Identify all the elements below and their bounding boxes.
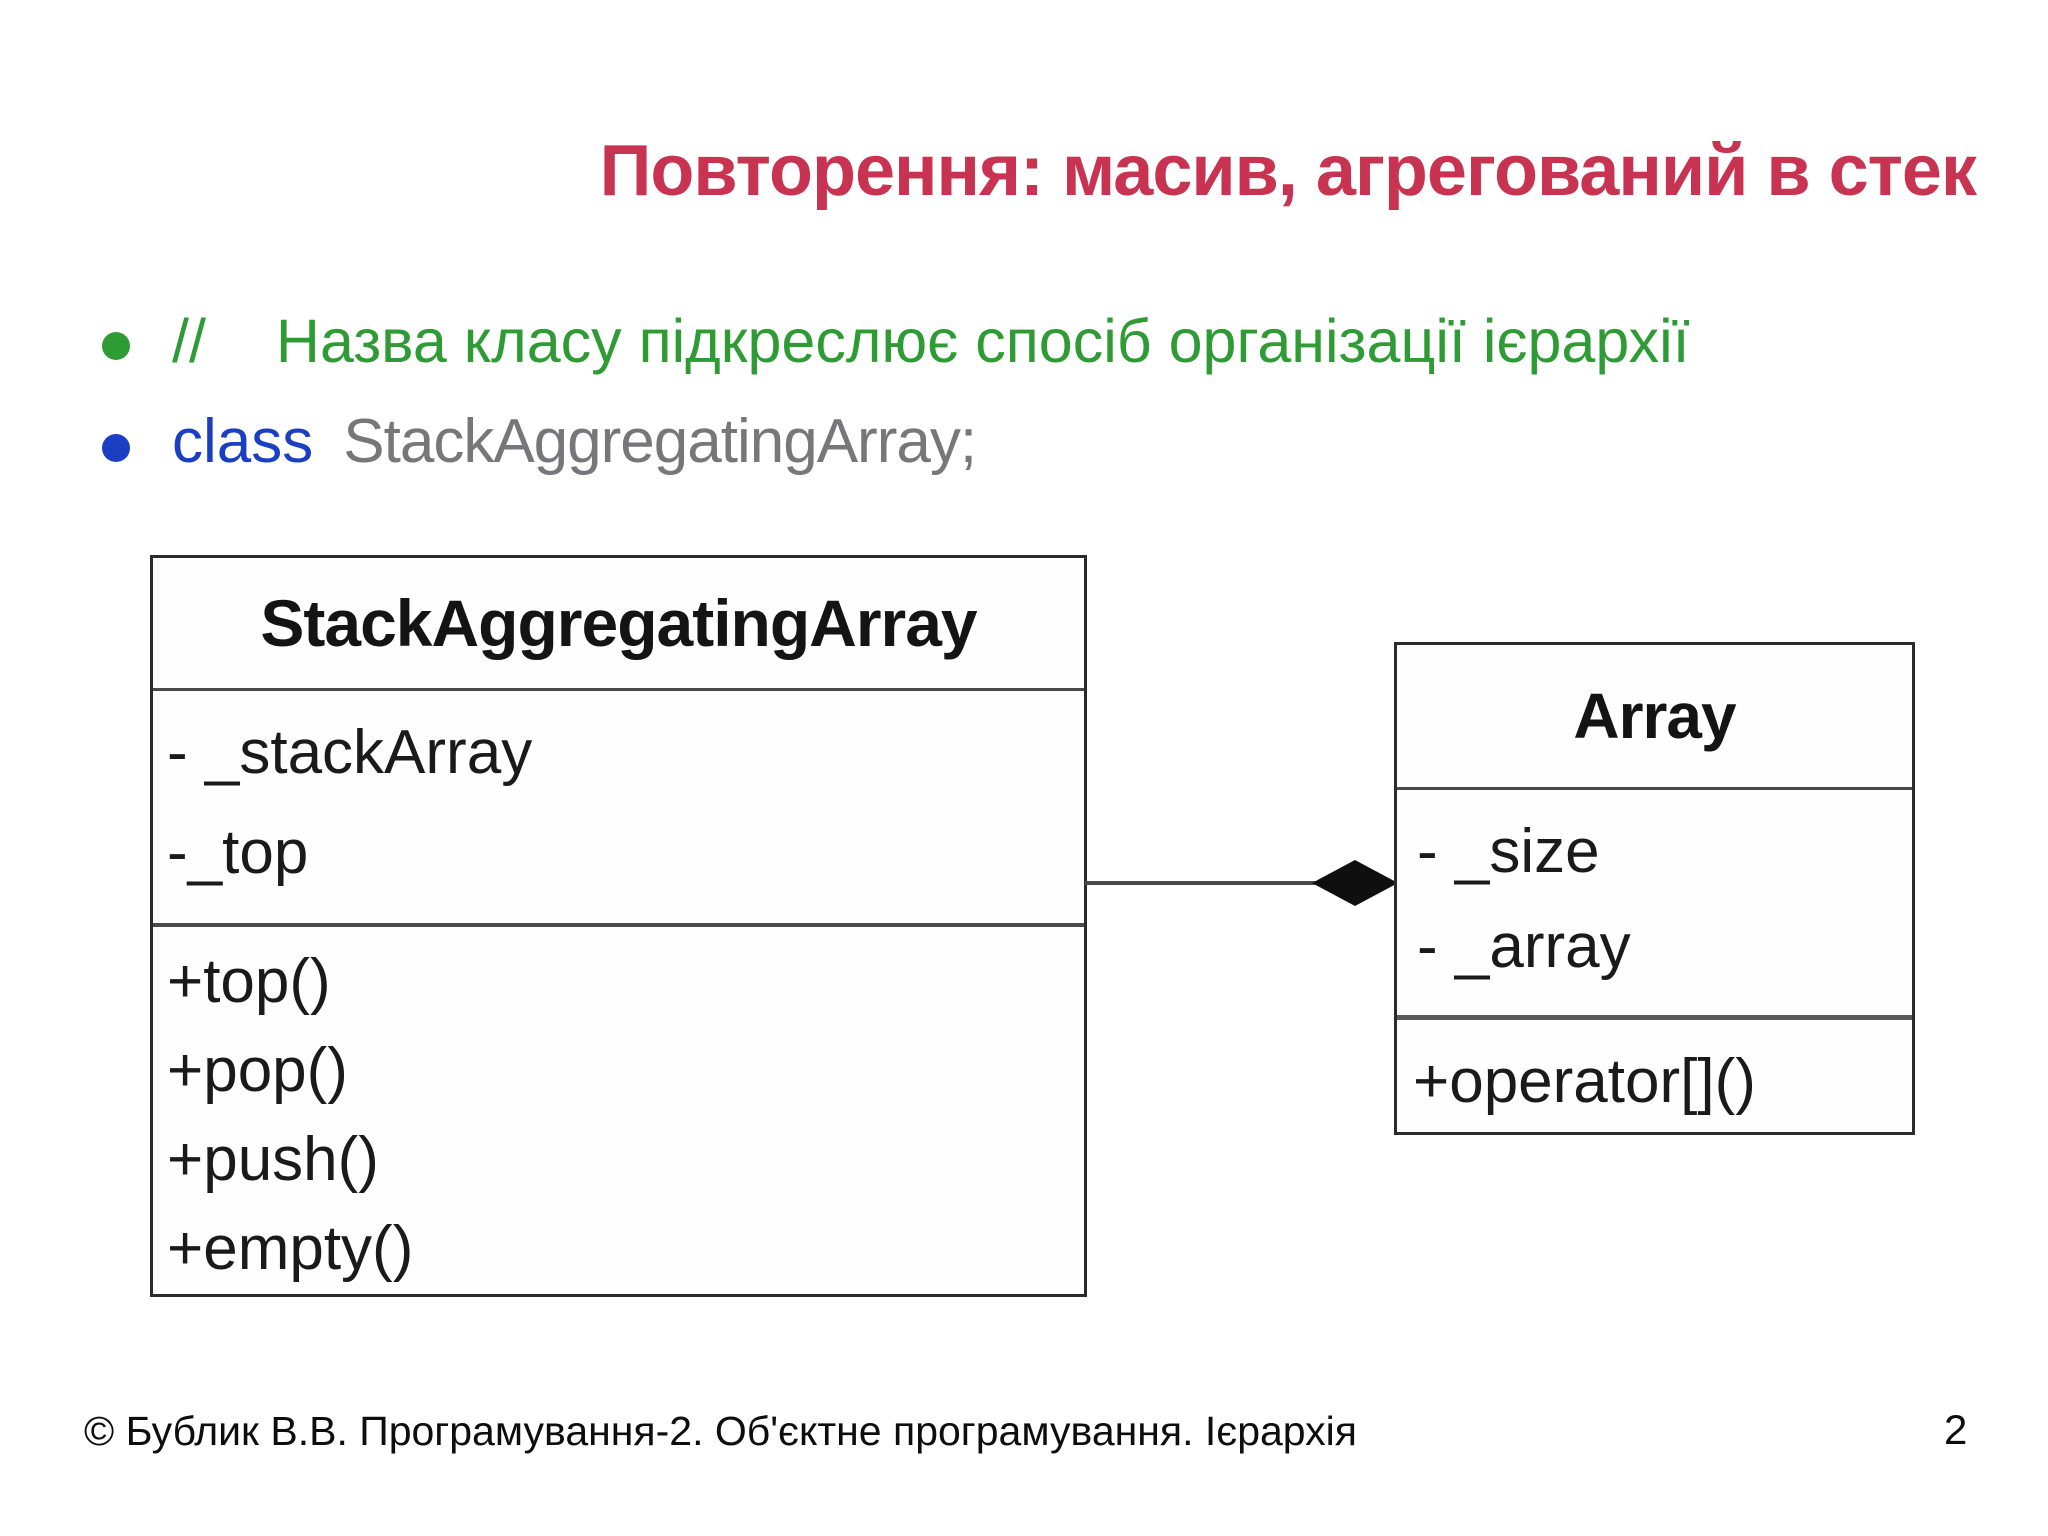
uml-class-box-stackaggregatingarray: StackAggregatingArray - _stackArray -_to… bbox=[150, 555, 1087, 1297]
method-item: +operator[]() bbox=[1413, 1047, 1756, 1116]
slide-title: Повторення: масив, агрегований в стек bbox=[599, 131, 1977, 211]
method-item: +pop() bbox=[167, 1036, 348, 1105]
attribute-item: -_top bbox=[167, 818, 309, 887]
class-methods: +operator[]() bbox=[1397, 1015, 1912, 1164]
comment-slashes: // bbox=[172, 307, 206, 375]
class-attributes: - _size - _array bbox=[1397, 787, 1912, 1015]
class-methods: +top() +pop() +push() +empty() bbox=[153, 923, 1084, 1323]
aggregation-diamond-icon bbox=[1312, 860, 1398, 906]
attribute-item: - _array bbox=[1417, 912, 1631, 981]
method-item: +top() bbox=[167, 947, 331, 1016]
bullet-marker-icon bbox=[102, 332, 130, 360]
bullet-marker-icon bbox=[102, 434, 130, 462]
comment-text: Назва класу підкреслює спосіб організаці… bbox=[275, 307, 1690, 375]
footer-copyright: © Бублик В.В. Програмування-2. Об'єктне … bbox=[84, 1408, 1357, 1454]
aggregation-connector-line bbox=[1085, 881, 1397, 885]
attribute-item: - _size bbox=[1417, 817, 1600, 886]
keyword-class: class bbox=[172, 407, 314, 476]
class-name: StackAggregatingArray bbox=[260, 586, 977, 660]
attribute-item: - _stackArray bbox=[167, 718, 533, 787]
bullet-item-code: class StackAggregatingArray; bbox=[172, 406, 977, 477]
uml-class-box-array: Array - _size - _array +operator[]() bbox=[1394, 642, 1915, 1135]
code-text: StackAggregatingArray; bbox=[343, 407, 977, 476]
method-item: +push() bbox=[167, 1125, 379, 1194]
bullet-item-comment: // Назва класу підкреслює спосіб організа… bbox=[172, 306, 1690, 376]
class-attributes: - _stackArray -_top bbox=[153, 688, 1084, 923]
page-number: 2 bbox=[1944, 1406, 1968, 1453]
method-item: +empty() bbox=[167, 1214, 414, 1283]
class-name: Array bbox=[1573, 680, 1736, 752]
